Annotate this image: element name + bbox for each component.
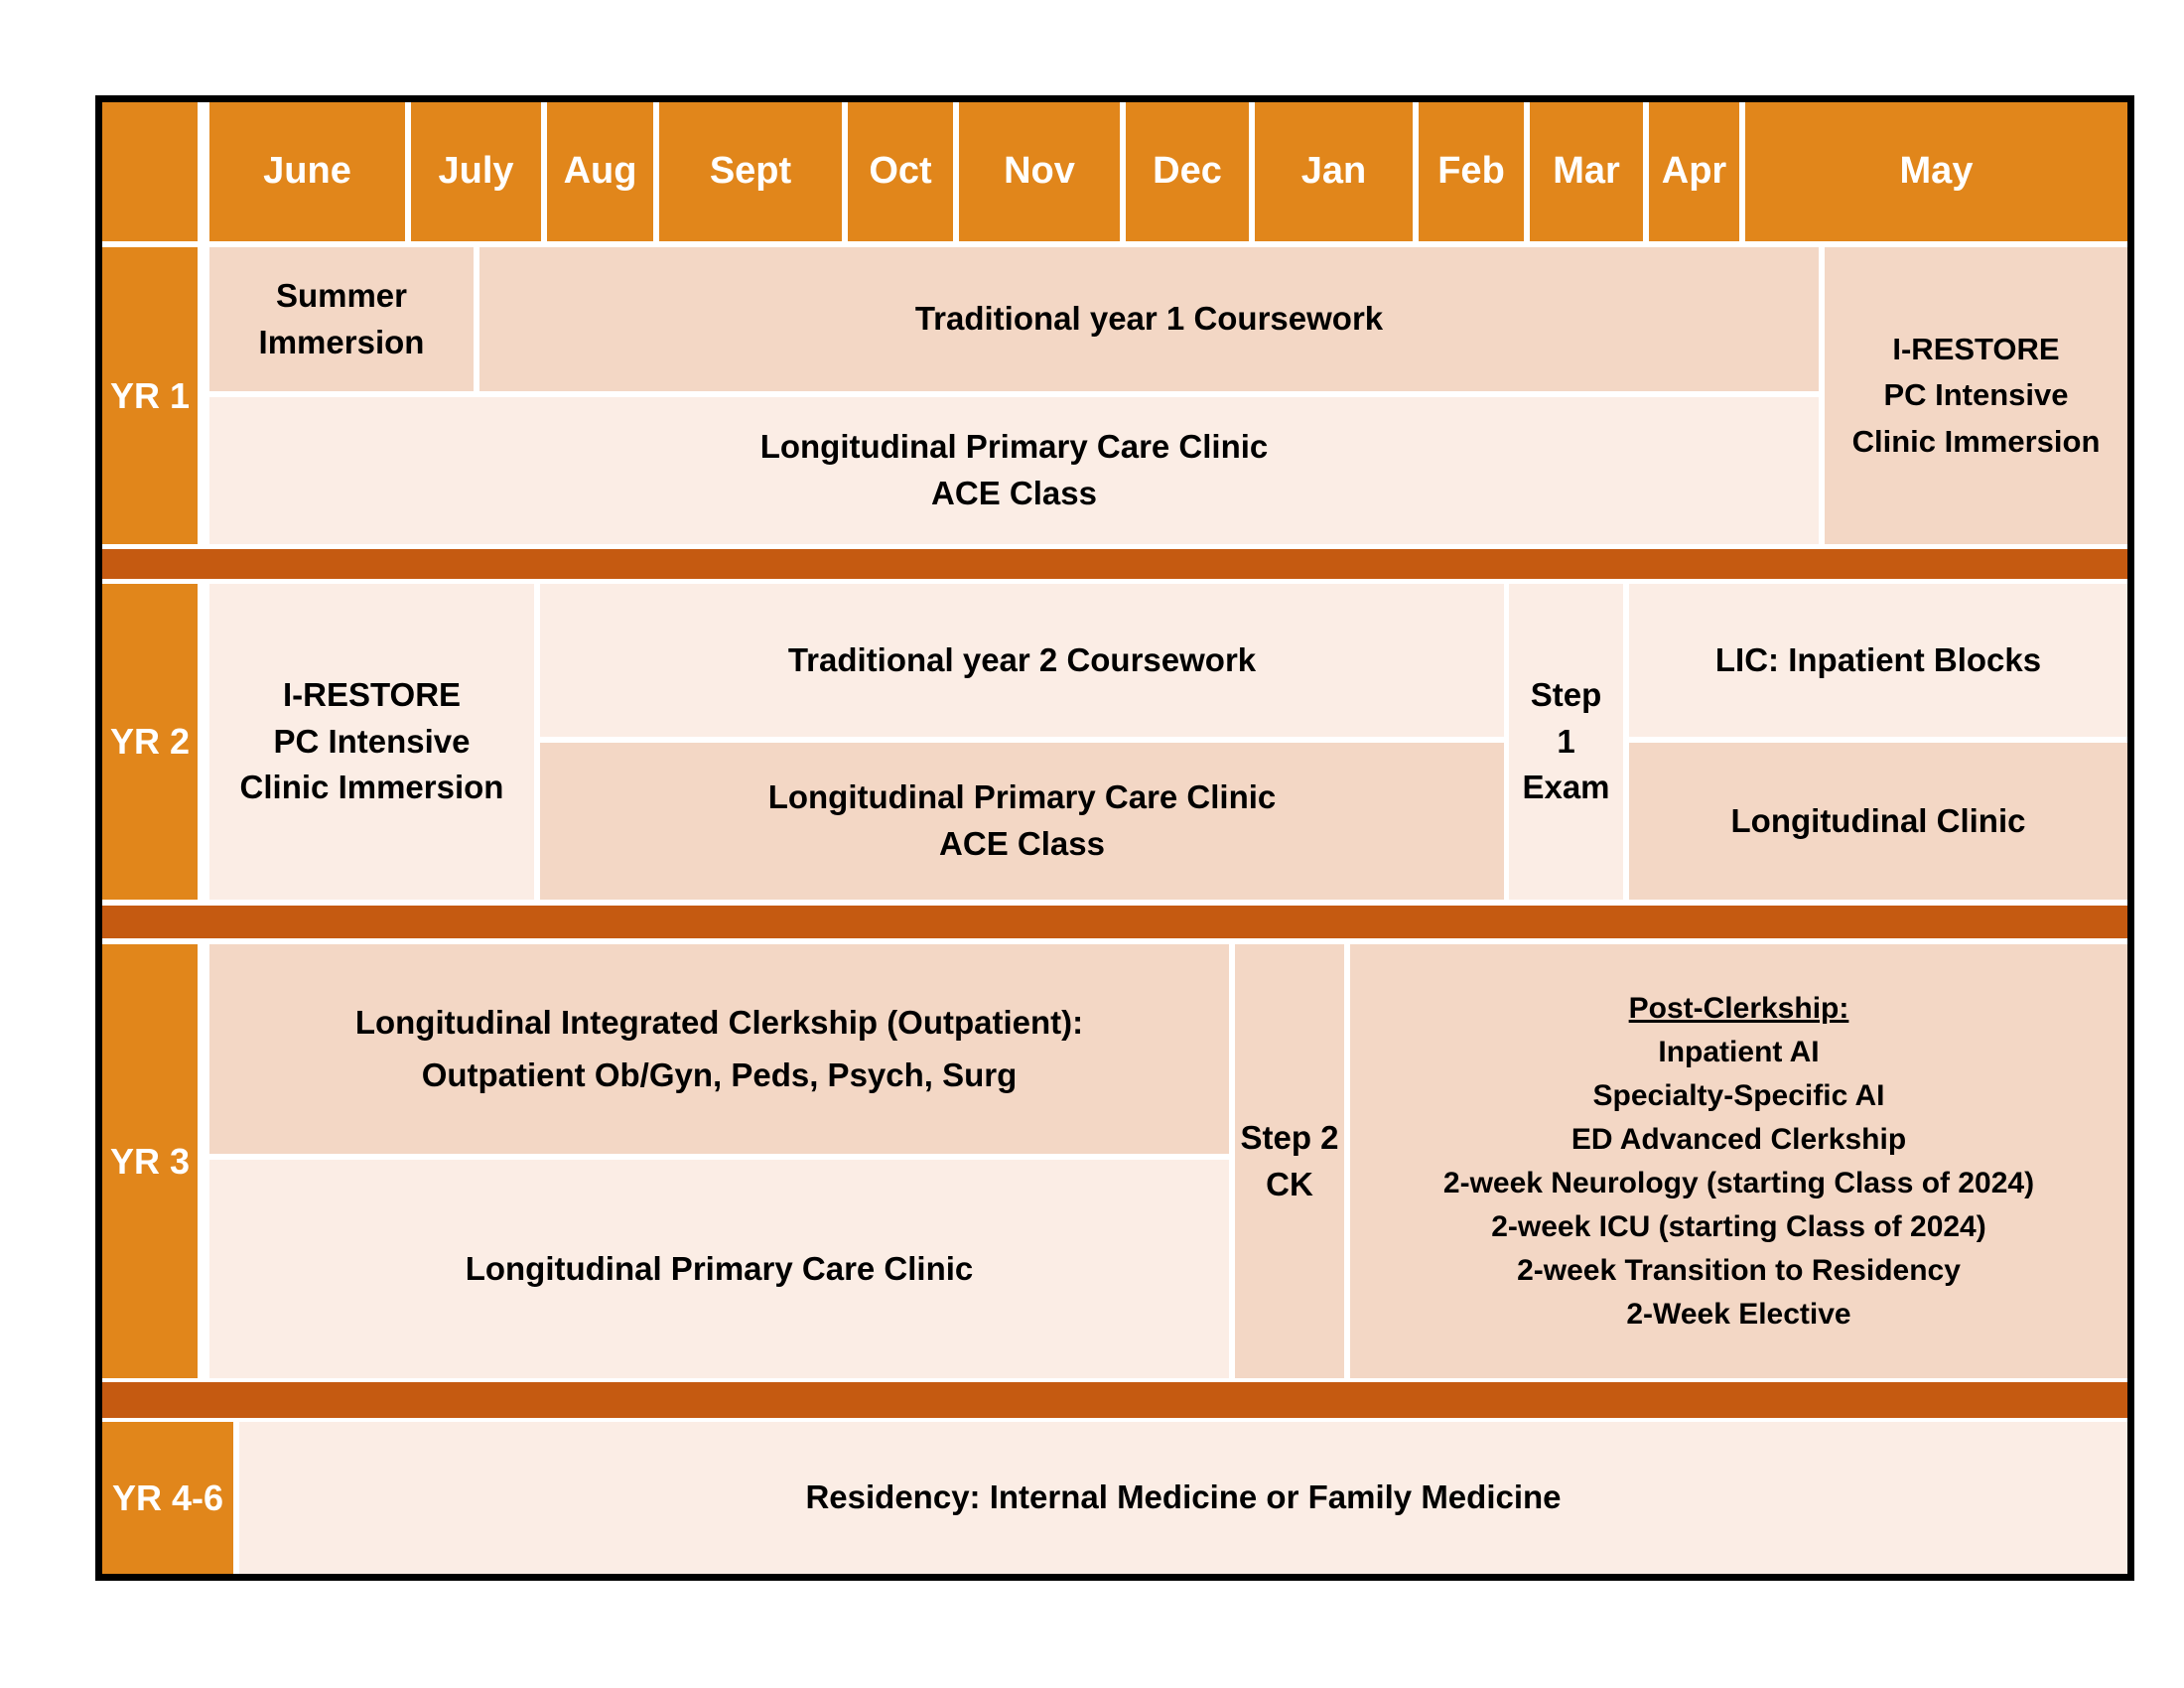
post-clerkship-item: Specialty-Specific AI (1592, 1078, 1885, 1112)
month-header-july: July (411, 102, 541, 241)
year-label-yr46: YR 4-6 (102, 1422, 233, 1574)
yr2-longitudinal-clinic-cell: Longitudinal Clinic (1629, 743, 2127, 900)
month-header-june: June (209, 102, 405, 241)
band-divider-2 (102, 906, 2127, 938)
yr1-irestore-cell: I-RESTORE PC Intensive Clinic Immersion (1825, 247, 2127, 544)
post-clerkship-item: 2-week ICU (starting Class of 2024) (1491, 1209, 1986, 1243)
year-label-yr1: YR 1 (102, 247, 198, 544)
yr2-lic-inpatient-blocks-cell: LIC: Inpatient Blocks (1629, 584, 2127, 737)
yr3-lic-outpatient-cell: Longitudinal Integrated Clerkship (Outpa… (209, 944, 1229, 1154)
month-header-mar: Mar (1530, 102, 1643, 241)
month-header-oct: Oct (848, 102, 953, 241)
month-header-aug: Aug (547, 102, 653, 241)
post-clerkship-title: Post-Clerkship: (1628, 991, 1849, 1025)
month-header-apr: Apr (1649, 102, 1739, 241)
month-header-may: May (1745, 102, 2127, 241)
month-header-jan: Jan (1255, 102, 1413, 241)
band-divider-1 (102, 549, 2127, 579)
month-header-sept: Sept (659, 102, 842, 241)
yr2-irestore-cell: I-RESTORE PC Intensive Clinic Immersion (209, 584, 534, 900)
year-label-yr3: YR 3 (102, 944, 198, 1378)
yr1-longitudinal-primary-care-ace-cell: Longitudinal Primary Care Clinic ACE Cla… (209, 397, 1819, 544)
yr3-post-clerkship-cell: Post-Clerkship: Inpatient AI Specialty-S… (1350, 944, 2127, 1378)
yr1-traditional-coursework-cell: Traditional year 1 Coursework (479, 247, 1819, 391)
curriculum-table: June July Aug Sept Oct Nov Dec Jan Feb M… (95, 95, 2134, 1581)
post-clerkship-item: 2-week Neurology (starting Class of 2024… (1442, 1166, 2035, 1199)
band-divider-3 (102, 1382, 2127, 1418)
post-clerkship-item: ED Advanced Clerkship (1570, 1122, 1907, 1156)
post-clerkship-item: 2-week Transition to Residency (1517, 1253, 1961, 1287)
yr2-step1-exam-cell: Step 1 Exam (1509, 584, 1623, 900)
yr3-longitudinal-primary-care-cell: Longitudinal Primary Care Clinic (209, 1160, 1229, 1378)
yr2-traditional-coursework-cell: Traditional year 2 Coursework (540, 584, 1504, 737)
header-corner-blank (102, 102, 198, 241)
month-header-nov: Nov (959, 102, 1120, 241)
post-clerkship-item: Inpatient AI (1658, 1035, 1820, 1068)
yr2-longitudinal-primary-care-ace-cell: Longitudinal Primary Care Clinic ACE Cla… (540, 743, 1504, 900)
yr1-summer-immersion-cell: Summer Immersion (209, 247, 474, 391)
yr46-residency-cell: Residency: Internal Medicine or Family M… (239, 1422, 2127, 1574)
yr3-step2-ck-cell: Step 2 CK (1235, 944, 1344, 1378)
month-header-dec: Dec (1126, 102, 1249, 241)
month-header-feb: Feb (1419, 102, 1524, 241)
year-label-yr2: YR 2 (102, 584, 198, 900)
post-clerkship-item: 2-Week Elective (1626, 1297, 1851, 1331)
